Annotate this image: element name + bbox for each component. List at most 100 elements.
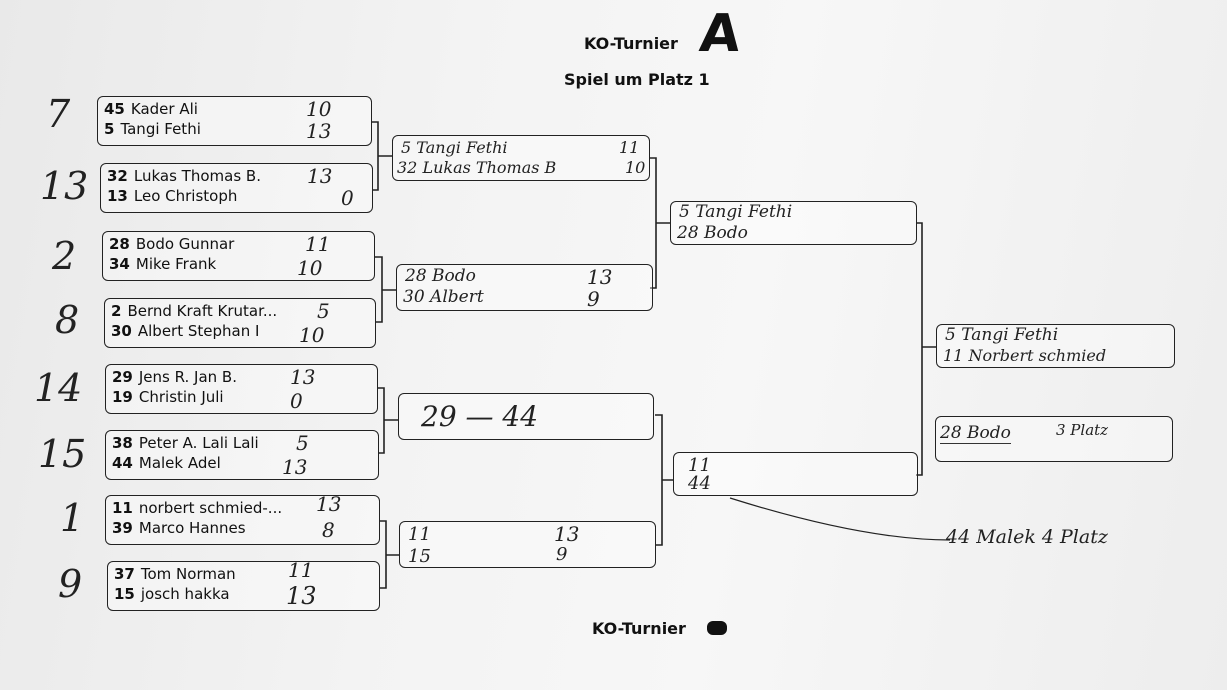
score: 10 <box>297 256 323 280</box>
handwritten-entry: 5 Tangi Fethi <box>945 325 1059 345</box>
handwritten-entry: 32 Lukas Thomas B <box>397 158 557 177</box>
score: 10 <box>299 323 325 347</box>
score: 11 <box>305 232 331 256</box>
seed: 38 <box>112 434 133 452</box>
player-name: josch hakka <box>140 585 230 603</box>
match-box-r3-1: 5 Tangi Fethi 28 Bodo <box>670 201 917 245</box>
player-name: Malek Adel <box>138 454 221 472</box>
seed: 29 <box>112 368 133 386</box>
score: 13 <box>316 492 342 516</box>
handwritten-entry: 5 Tangi Fethi <box>401 138 508 157</box>
player-name: Tangi Fethi <box>120 120 201 138</box>
match-box-r2-4: 11 13 15 9 <box>399 521 656 568</box>
match-order-number: 2 <box>52 234 77 278</box>
match-box-r3-2: 11 44 <box>673 452 918 496</box>
score: 8 <box>322 518 335 542</box>
score: 0 <box>341 186 354 210</box>
score: 11 <box>288 558 314 582</box>
player-name: Bernd Kraft Krutar... <box>127 302 278 320</box>
handwritten-entry: 30 Albert <box>403 287 484 307</box>
player-row: 30 Albert Stephan I <box>111 322 259 340</box>
player-row: 29 Jens R. Jan B. <box>112 368 237 386</box>
seed: 30 <box>111 322 132 340</box>
score: 13 <box>554 522 580 546</box>
score: 0 <box>290 389 303 413</box>
seed: 37 <box>114 565 135 583</box>
player-row: 45 Kader Ali <box>104 100 198 118</box>
player-row: 5 Tangi Fethi <box>104 120 201 138</box>
seed: 28 <box>109 235 130 253</box>
player-name: Albert Stephan I <box>137 322 260 340</box>
seed: 39 <box>112 519 133 537</box>
seed: 13 <box>107 187 128 205</box>
match-box-r1-5: 29 Jens R. Jan B. 19 Christin Juli 13 0 <box>105 364 378 414</box>
third-place-box: 28 Bodo 3 Platz <box>935 416 1173 462</box>
score: 13 <box>290 365 316 389</box>
seed: 45 <box>104 100 125 118</box>
match-box-r2-3: 29 — 44 <box>398 393 654 440</box>
player-row: 19 Christin Juli <box>112 388 224 406</box>
final-box: 5 Tangi Fethi 11 Norbert schmied <box>936 324 1175 368</box>
match-order-number: 14 <box>34 366 83 410</box>
player-row: 39 Marco Hannes <box>112 519 246 537</box>
footer-title: KO-Turnier <box>592 619 686 638</box>
player-name: Kader Ali <box>130 100 198 118</box>
player-name: Jens R. Jan B. <box>138 368 237 386</box>
player-row: 44 Malek Adel <box>112 454 221 472</box>
player-row: 13 Leo Christoph <box>107 187 237 205</box>
handwritten-entry: 11 Norbert schmied <box>943 346 1107 365</box>
seed: 15 <box>114 585 135 603</box>
player-row: 2 Bernd Kraft Krutar... <box>111 302 277 320</box>
seed: 32 <box>107 167 128 185</box>
score: 13 <box>307 164 333 188</box>
score: 13 <box>282 455 308 479</box>
match-subtitle: Spiel um Platz 1 <box>564 70 710 89</box>
player-name: Leo Christoph <box>133 187 238 205</box>
seed: 2 <box>111 302 122 320</box>
score: 9 <box>556 544 568 565</box>
handwritten-entry: 11 <box>688 455 711 476</box>
seed: 44 <box>112 454 133 472</box>
seed: 34 <box>109 255 130 273</box>
seed: 19 <box>112 388 133 406</box>
seed: 5 <box>104 120 115 138</box>
match-order-number: 15 <box>38 432 87 476</box>
score: 13 <box>306 119 332 143</box>
handwritten-entry: 28 Bodo <box>405 266 476 286</box>
handwritten-entry: 15 <box>408 546 431 567</box>
seed: 11 <box>112 499 133 517</box>
score: 5 <box>296 431 309 455</box>
third-place-label: 3 Platz <box>1056 421 1109 439</box>
scribble-mark <box>707 621 727 635</box>
match-order-number: 7 <box>46 92 71 136</box>
match-box-r2-2: 28 Bodo 13 30 Albert 9 <box>396 264 653 311</box>
match-order-number: 8 <box>55 298 80 342</box>
handwritten-entry: 44 <box>688 473 711 494</box>
handwritten-entry: 11 <box>408 524 431 545</box>
player-name: Christin Juli <box>138 388 224 406</box>
match-order-number: 13 <box>40 164 89 208</box>
handwritten-entry: 5 Tangi Fethi <box>679 202 793 222</box>
score: 11 <box>619 138 640 157</box>
match-order-number: 1 <box>60 496 85 540</box>
match-order-number: 9 <box>58 562 83 606</box>
score: 13 <box>587 265 613 289</box>
score: 13 <box>286 582 317 610</box>
player-name: Marco Hannes <box>138 519 246 537</box>
score: 9 <box>587 287 600 311</box>
handwritten-entry: 28 Bodo <box>677 223 748 243</box>
score: 10 <box>625 158 646 177</box>
player-row: 15 josch hakka <box>114 585 230 603</box>
third-place-name: 28 Bodo <box>940 423 1011 444</box>
